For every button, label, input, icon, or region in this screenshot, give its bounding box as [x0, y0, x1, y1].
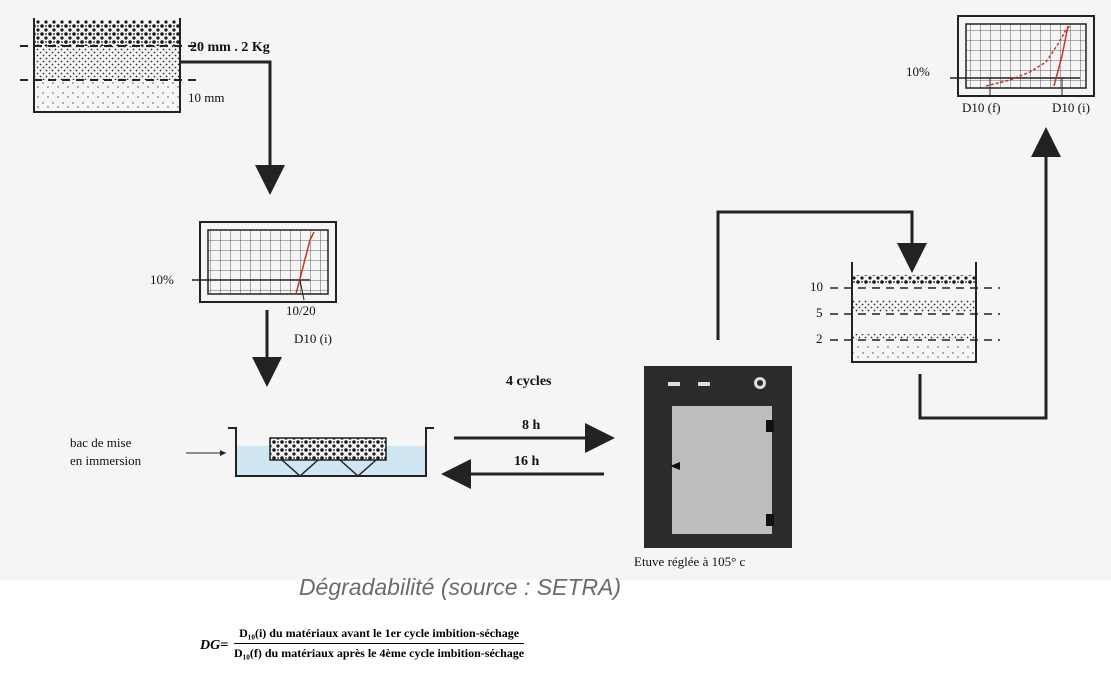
sieve-graph-2 [950, 15, 1095, 97]
degradability-diagram: 20 mm . 2 Kg 10 mm 10% 10/20 D10 (i) bac… [20, 15, 1095, 569]
arrow-oven-to-sieves [716, 210, 927, 340]
label-20mm-2kg: 20 mm . 2 Kg [190, 40, 270, 55]
aggregate-bin [20, 18, 196, 113]
diagram-graphics [20, 15, 1095, 548]
graph1-percent-label: 10% [150, 272, 174, 287]
oven-label: Etuve réglée à 105° c [634, 554, 746, 569]
arrow-bin-to-graph [180, 60, 285, 195]
label-10mm: 10 mm [188, 90, 225, 105]
formula-lhs: DG= [200, 638, 229, 653]
oven [644, 366, 792, 548]
formula-numerator: D₁₀(i) du matériaux avant le 1er cycle i… [239, 626, 520, 640]
sieve-label-2: 2 [816, 331, 823, 346]
label-8h: 8 h [522, 418, 541, 433]
immersion-label: bac de mise en immersion [70, 435, 142, 468]
formula-fraction: D₁₀(i) du matériaux avant le 1er cycle i… [234, 626, 525, 661]
arrow-sieves-to-graph [918, 127, 1061, 420]
fraction-bar [234, 643, 525, 644]
graph2-d10i-label: D10 (i) [1052, 100, 1090, 115]
sieve-graph-1 [192, 221, 337, 303]
formula-denominator: D₁₀(f) du matériaux après le 4ème cycle … [234, 646, 525, 660]
sieve-label-10: 10 [810, 279, 823, 294]
graph2-d10f-label: D10 (f) [962, 100, 1001, 115]
graph2-percent-label: 10% [906, 64, 930, 79]
graph1-size-label: 10/20 [286, 303, 316, 318]
graph1-d10-label: D10 (i) [294, 331, 332, 346]
cycles-label: 4 cycles [506, 374, 552, 389]
label-16h: 16 h [514, 454, 540, 469]
figure-caption: Dégradabilité (source : SETRA) [298, 574, 622, 600]
sieve-stack [830, 262, 1000, 363]
sieve-label-5: 5 [816, 305, 823, 320]
immersion-tank [186, 427, 434, 478]
